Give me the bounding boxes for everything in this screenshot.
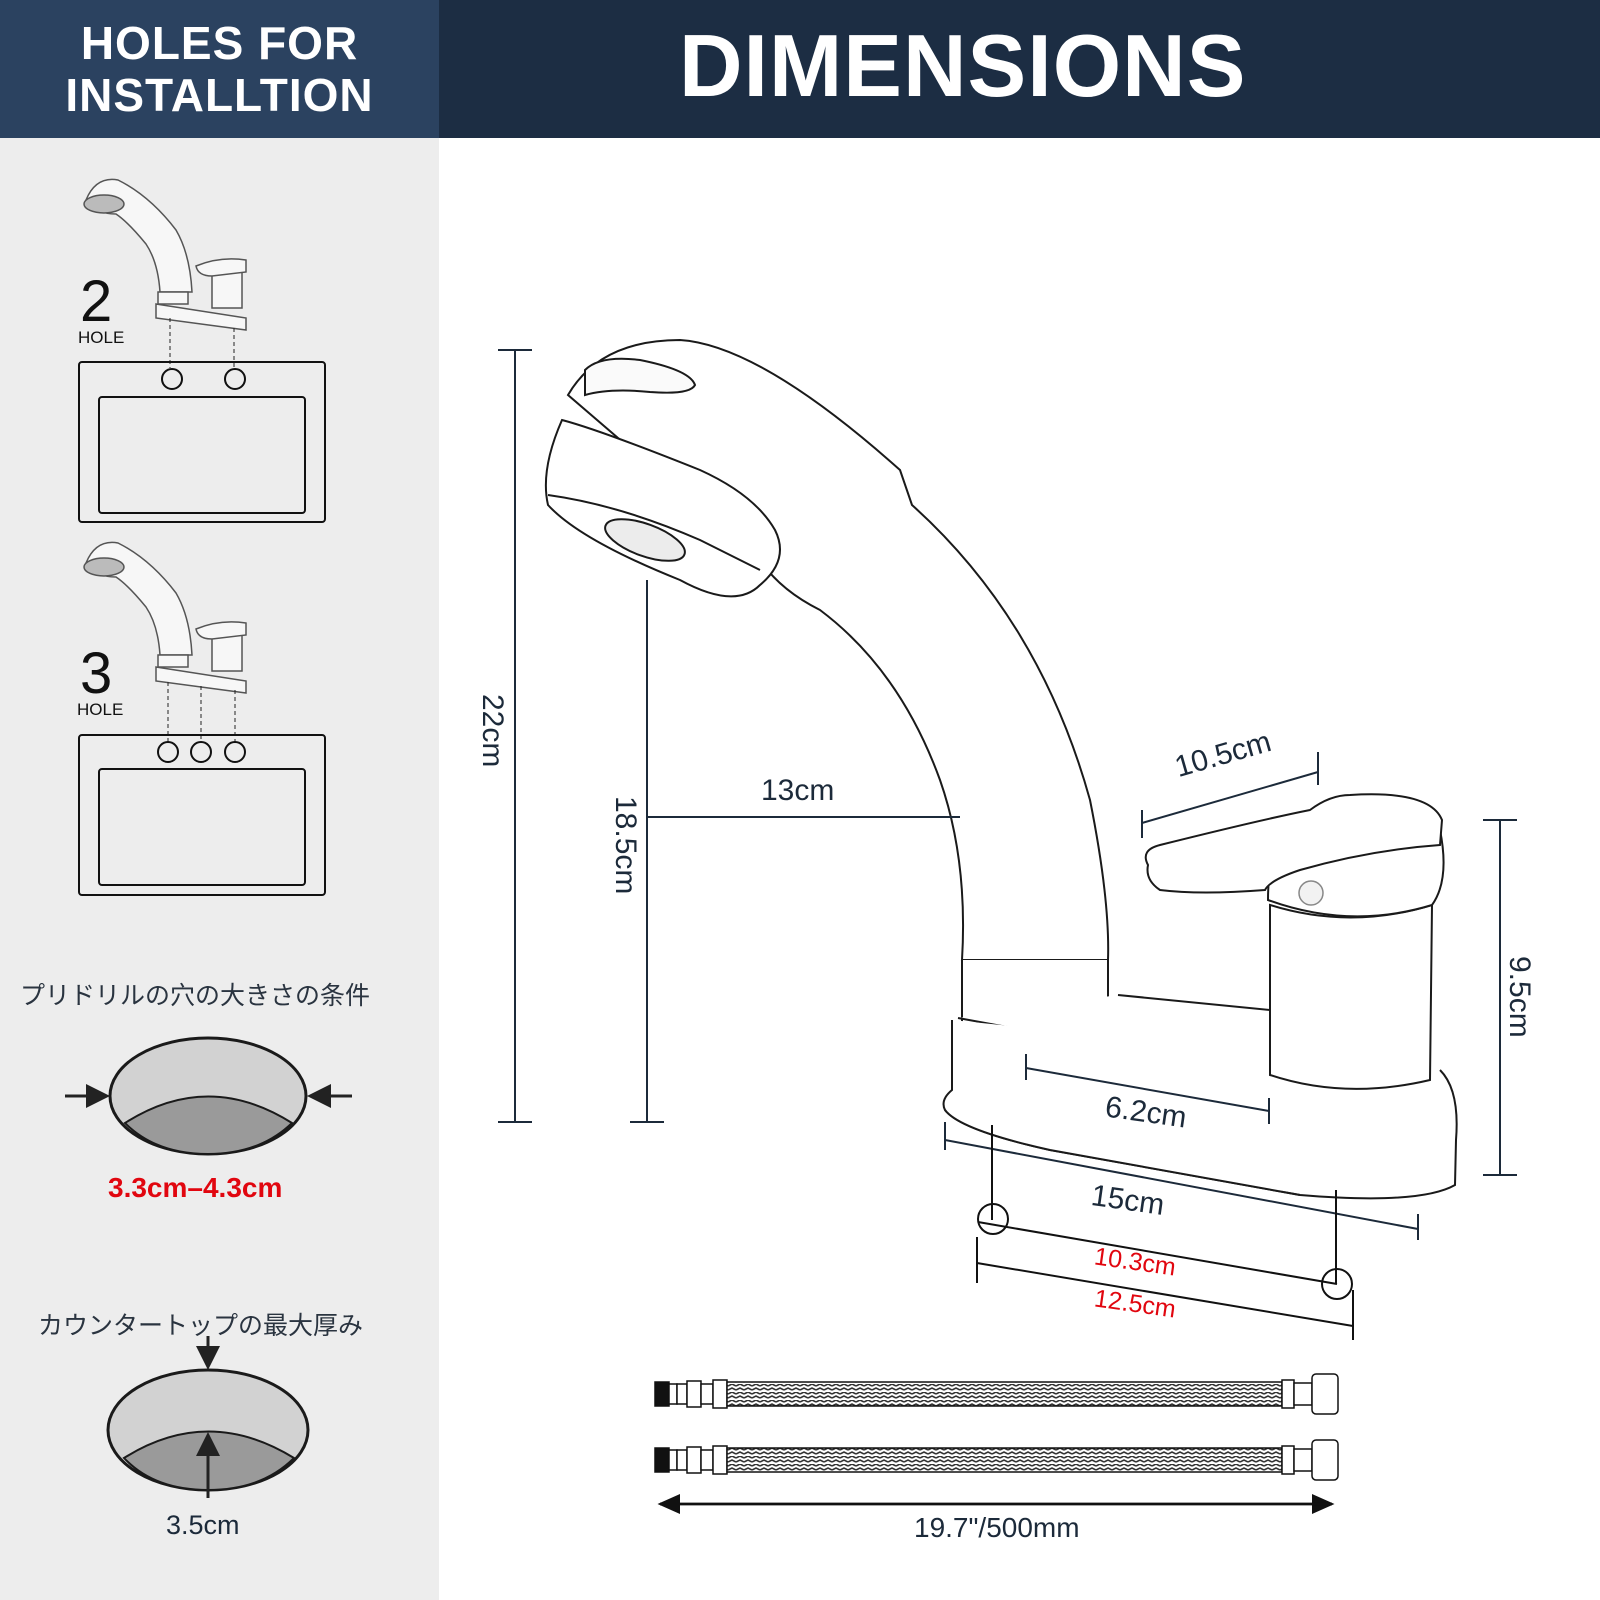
mount-hole-icon: [190, 741, 212, 763]
hole-spacing-lines: [976, 1125, 1354, 1340]
supply-hose-1-drawing: [654, 1373, 1339, 1415]
faucet-diagram: [498, 338, 1517, 1514]
faucet-thumbnail-icon-2hole: [83, 178, 247, 331]
faucet-handle-drawing: [1144, 793, 1445, 1090]
supply-hose-2-drawing: [654, 1439, 1339, 1481]
dimensions-panel: 22cm 18.5cm 13cm 10.5cm 9.5cm 6.2cm 15cm…: [439, 138, 1600, 1600]
mount-hole-icon: [224, 368, 246, 390]
hole-label-2: HOLE: [78, 328, 125, 347]
header-dimensions: DIMENSIONS: [439, 0, 1600, 138]
installation-sidebar: 2 HOLE 3 HOLE プリドリルの穴の大きさの条件 3.3cm–4.3cm…: [0, 138, 439, 1600]
label-spout-reach: 13cm: [761, 774, 835, 807]
label-handle-height: 9.5cm: [1503, 956, 1536, 1038]
countertop-value: 3.5cm: [166, 1510, 240, 1540]
sink-basin-3hole: [98, 768, 306, 886]
header-left-line2: INSTALLTION: [65, 69, 374, 121]
sidebar-drawings: [65, 178, 352, 1498]
sink-outline-2hole: [78, 361, 326, 523]
label-total-height: 22cm: [476, 694, 509, 768]
drill-hole-title: プリドリルの穴の大きさの条件: [20, 982, 371, 1010]
sink-outline-3hole: [78, 734, 326, 896]
hole-count-3: 3: [80, 641, 113, 706]
countertop-thickness-icon: [106, 1336, 310, 1498]
hole-label-3: HOLE: [77, 700, 124, 719]
header-right-title: DIMENSIONS: [679, 16, 1247, 115]
drill-hole-icon: [65, 1036, 352, 1156]
dimension-lines: [498, 349, 1517, 1240]
header-installation: HOLES FOR INSTALLTION: [0, 0, 439, 138]
mount-hole-icon: [161, 368, 183, 390]
sink-basin-2hole: [98, 396, 306, 514]
label-hose-length: 19.7"/500mm: [914, 1512, 1080, 1543]
hole-count-2: 2: [80, 269, 113, 334]
faucet-thumbnail-icon-3hole: [83, 541, 247, 694]
label-spout-height: 18.5cm: [609, 796, 642, 895]
mount-hole-icon: [157, 741, 179, 763]
drill-hole-value: 3.3cm–4.3cm: [108, 1172, 283, 1203]
header-left-line1: HOLES FOR: [80, 17, 359, 69]
mount-hole-icon: [224, 741, 246, 763]
countertop-title: カウンタートップの最大厚み: [38, 1312, 364, 1340]
